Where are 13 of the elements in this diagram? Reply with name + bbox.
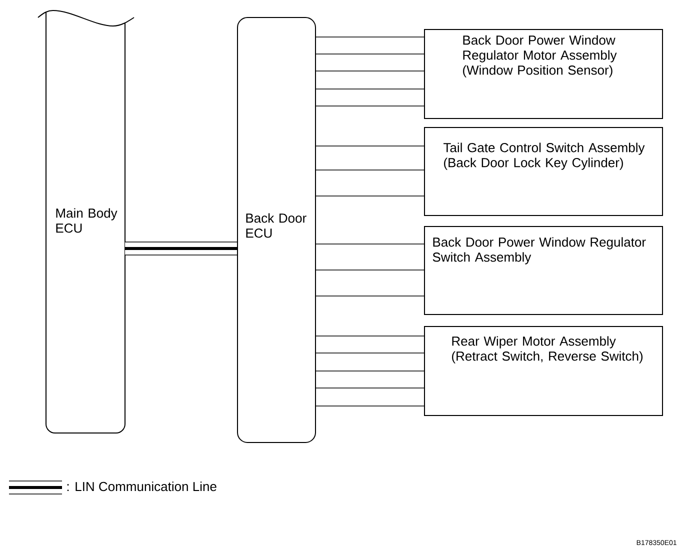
component-box: Tail Gate Control Switch Assembly (Back Door Lock Key Cylinder) [424,127,663,216]
ecu-box: Back Door ECU [237,17,316,443]
wire [316,88,424,90]
communication-line [125,242,237,256]
wire [316,36,424,38]
ecu-box: Main Body ECU [38,10,134,434]
component-box: Back Door Power Window Regulator Motor Assembly (Window Position Sensor) [424,29,663,119]
wire [316,70,424,72]
wire [316,370,424,372]
legend-label: : LIN Communication Line [67,482,216,492]
component-box: Rear Wiper Motor Assembly (Retract Switch, Reverse Switch) [424,326,663,416]
wire [316,352,424,354]
component-box: Back Door Power Window Regulator Switch Assembly [424,226,663,315]
